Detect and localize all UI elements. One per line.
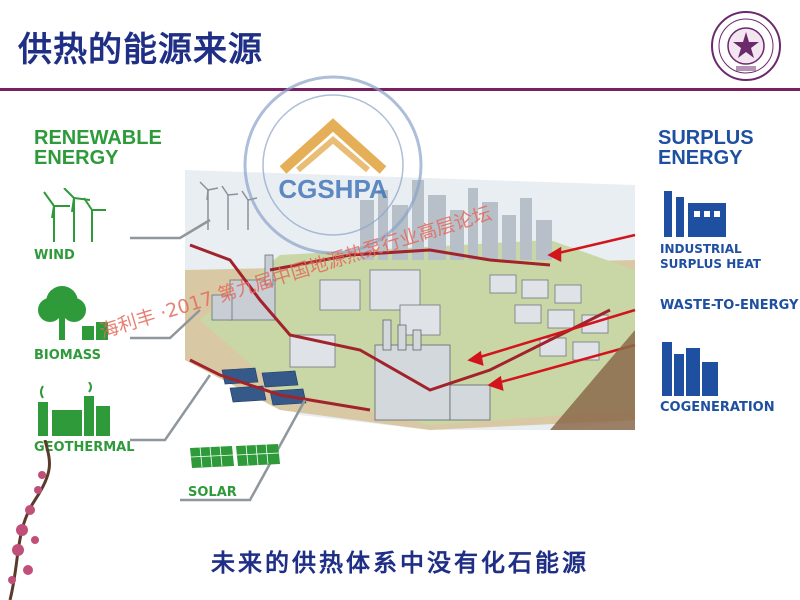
cogeneration-label: COGENERATION xyxy=(660,400,775,415)
slide-subtitle: 未来的供热体系中没有化石能源 xyxy=(211,548,589,577)
industrial-label-line1: INDUSTRIAL xyxy=(660,242,742,256)
surplus-heading-line1: SURPLUS xyxy=(658,127,754,149)
industrial-surplus-heat-label: INDUSTRIAL SURPLUS HEAT xyxy=(660,242,761,272)
wind-label: WIND xyxy=(34,248,75,263)
tree-icon xyxy=(38,286,108,340)
factory-icon xyxy=(664,191,726,237)
city-energy-illustration xyxy=(130,170,636,502)
plum-blossom-decoration xyxy=(8,440,51,600)
title-divider xyxy=(0,88,800,91)
geothermal-plant-icon xyxy=(38,382,110,436)
renewable-energy-section: RENEWABLE ENERGY xyxy=(34,128,162,168)
wind-turbine-icon xyxy=(43,188,106,242)
biomass-label: BIOMASS xyxy=(34,348,101,363)
surplus-energy-section: SURPLUS ENERGY xyxy=(658,128,754,168)
renewable-heading-line2: ENERGY xyxy=(34,147,119,169)
cgshpa-seal-watermark: CGSHPA xyxy=(243,75,423,255)
seal-text: CGSHPA xyxy=(278,174,388,204)
cogeneration-plant-icon xyxy=(662,342,718,396)
university-seal-icon xyxy=(711,11,781,81)
solar-panel-icon xyxy=(190,443,280,468)
industrial-label-line2: SURPLUS HEAT xyxy=(660,257,761,271)
waste-to-energy-label: WASTE-TO-ENERGY xyxy=(660,298,799,313)
geothermal-label: GEOTHERMAL xyxy=(34,440,135,455)
surplus-heading-line2: ENERGY xyxy=(658,147,743,169)
solar-label: SOLAR xyxy=(188,485,237,500)
slide-title: 供热的能源来源 xyxy=(18,30,263,70)
renewable-heading-line1: RENEWABLE xyxy=(34,127,162,149)
